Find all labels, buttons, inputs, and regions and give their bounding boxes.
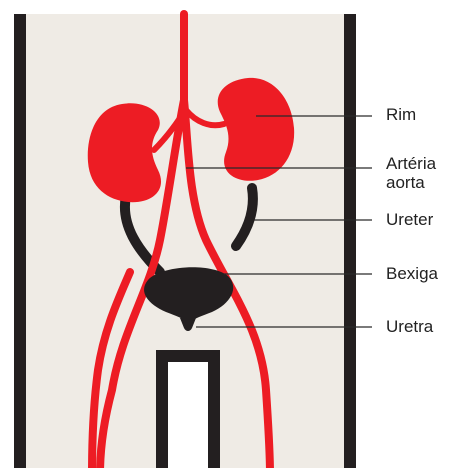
legs-inner-outline xyxy=(162,356,214,468)
label-aorta-line1: Artéria xyxy=(386,155,436,172)
label-aorta-line2: aorta xyxy=(386,174,425,191)
label-bladder: Bexiga xyxy=(386,265,438,282)
label-kidney: Rim xyxy=(386,106,416,123)
body-outline-right xyxy=(344,14,356,468)
left-kidney xyxy=(88,103,161,202)
label-ureter: Ureter xyxy=(386,211,433,228)
body-outline-left xyxy=(14,14,26,468)
label-urethra: Uretra xyxy=(386,318,433,335)
